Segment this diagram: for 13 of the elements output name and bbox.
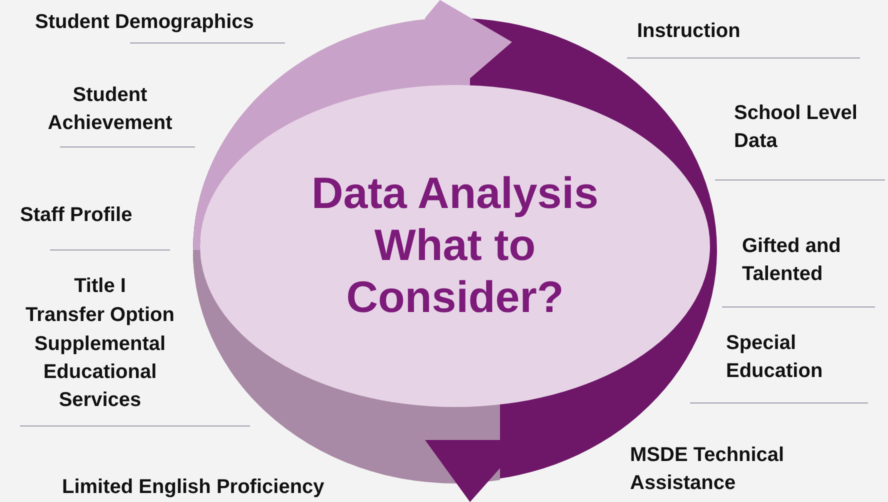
topic-label: School Level Data (734, 101, 858, 154)
topic-label: Instruction (637, 19, 742, 44)
topic-label: Limited English Proficiency (62, 475, 326, 500)
topic-label: Gifted and Talented (742, 234, 842, 287)
topic-label: Special Education (726, 331, 824, 384)
topic-label: Supplemental Educational Services (33, 332, 167, 413)
topic-label: Staff Profile (20, 203, 134, 228)
topic-label: Title I (73, 274, 127, 299)
topic-label: Student Demographics (35, 10, 255, 35)
topic-label: Transfer Option (24, 303, 176, 328)
center-title: Data Analysis What to Consider? (312, 169, 598, 322)
topic-label: MSDE Technical Assistance (630, 443, 786, 496)
topic-label: Student Achievement (46, 83, 174, 136)
